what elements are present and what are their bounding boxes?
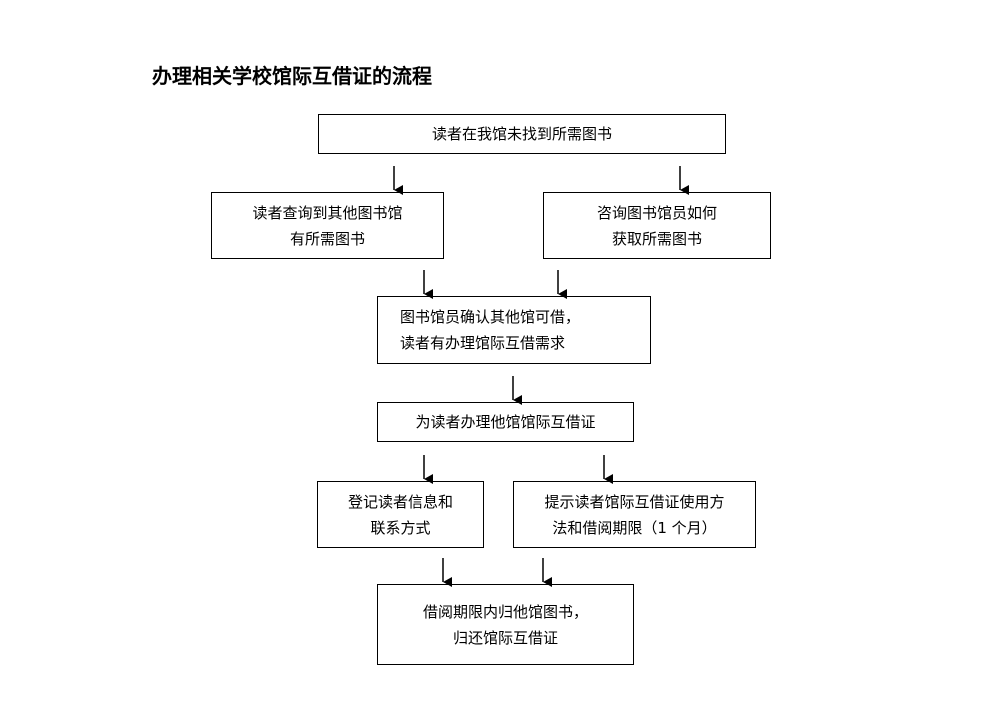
flow-box-text: 归还馆际互借证 [452,628,558,647]
flow-box-right-branch: 咨询图书馆员如何 获取所需图书 [543,192,771,259]
flow-box-text: 获取所需图书 [611,229,702,248]
flow-box-text: 法和借阅期限（1 个月） [552,518,717,537]
flow-box-text: 提示读者馆际互借证使用方 [544,492,725,511]
flow-box-left-branch: 读者查询到其他图书馆 有所需图书 [211,192,444,259]
flow-box-text: 读者在我馆未找到所需图书 [431,125,612,143]
flow-box-text: 有所需图书 [289,229,365,248]
flow-box-text: 读者有办理馆际互借需求 [400,334,566,352]
flow-box-register: 登记读者信息和 联系方式 [317,481,484,548]
flow-box-notice: 提示读者馆际互借证使用方 法和借阅期限（1 个月） [513,481,756,548]
page-title: 办理相关学校馆际互借证的流程 [152,64,432,88]
flow-box-text: 联系方式 [370,518,431,537]
flow-box-text: 登记读者信息和 [347,492,453,511]
flow-box-text: 图书馆员确认其他馆可借， [400,308,581,326]
flow-box-text: 为读者办理他馆馆际互借证 [415,413,596,431]
flow-box-return: 借阅期限内归他馆图书， 归还馆际互借证 [377,584,634,665]
flow-box-text: 借阅期限内归他馆图书， [422,602,588,621]
flow-box-confirm: 图书馆员确认其他馆可借， 读者有办理馆际互借需求 [377,296,651,364]
flow-box-text: 咨询图书馆员如何 [596,203,717,222]
flow-box-start: 读者在我馆未找到所需图书 [318,114,726,154]
flow-box-issue: 为读者办理他馆馆际互借证 [377,402,634,442]
flow-box-text: 读者查询到其他图书馆 [252,203,403,222]
